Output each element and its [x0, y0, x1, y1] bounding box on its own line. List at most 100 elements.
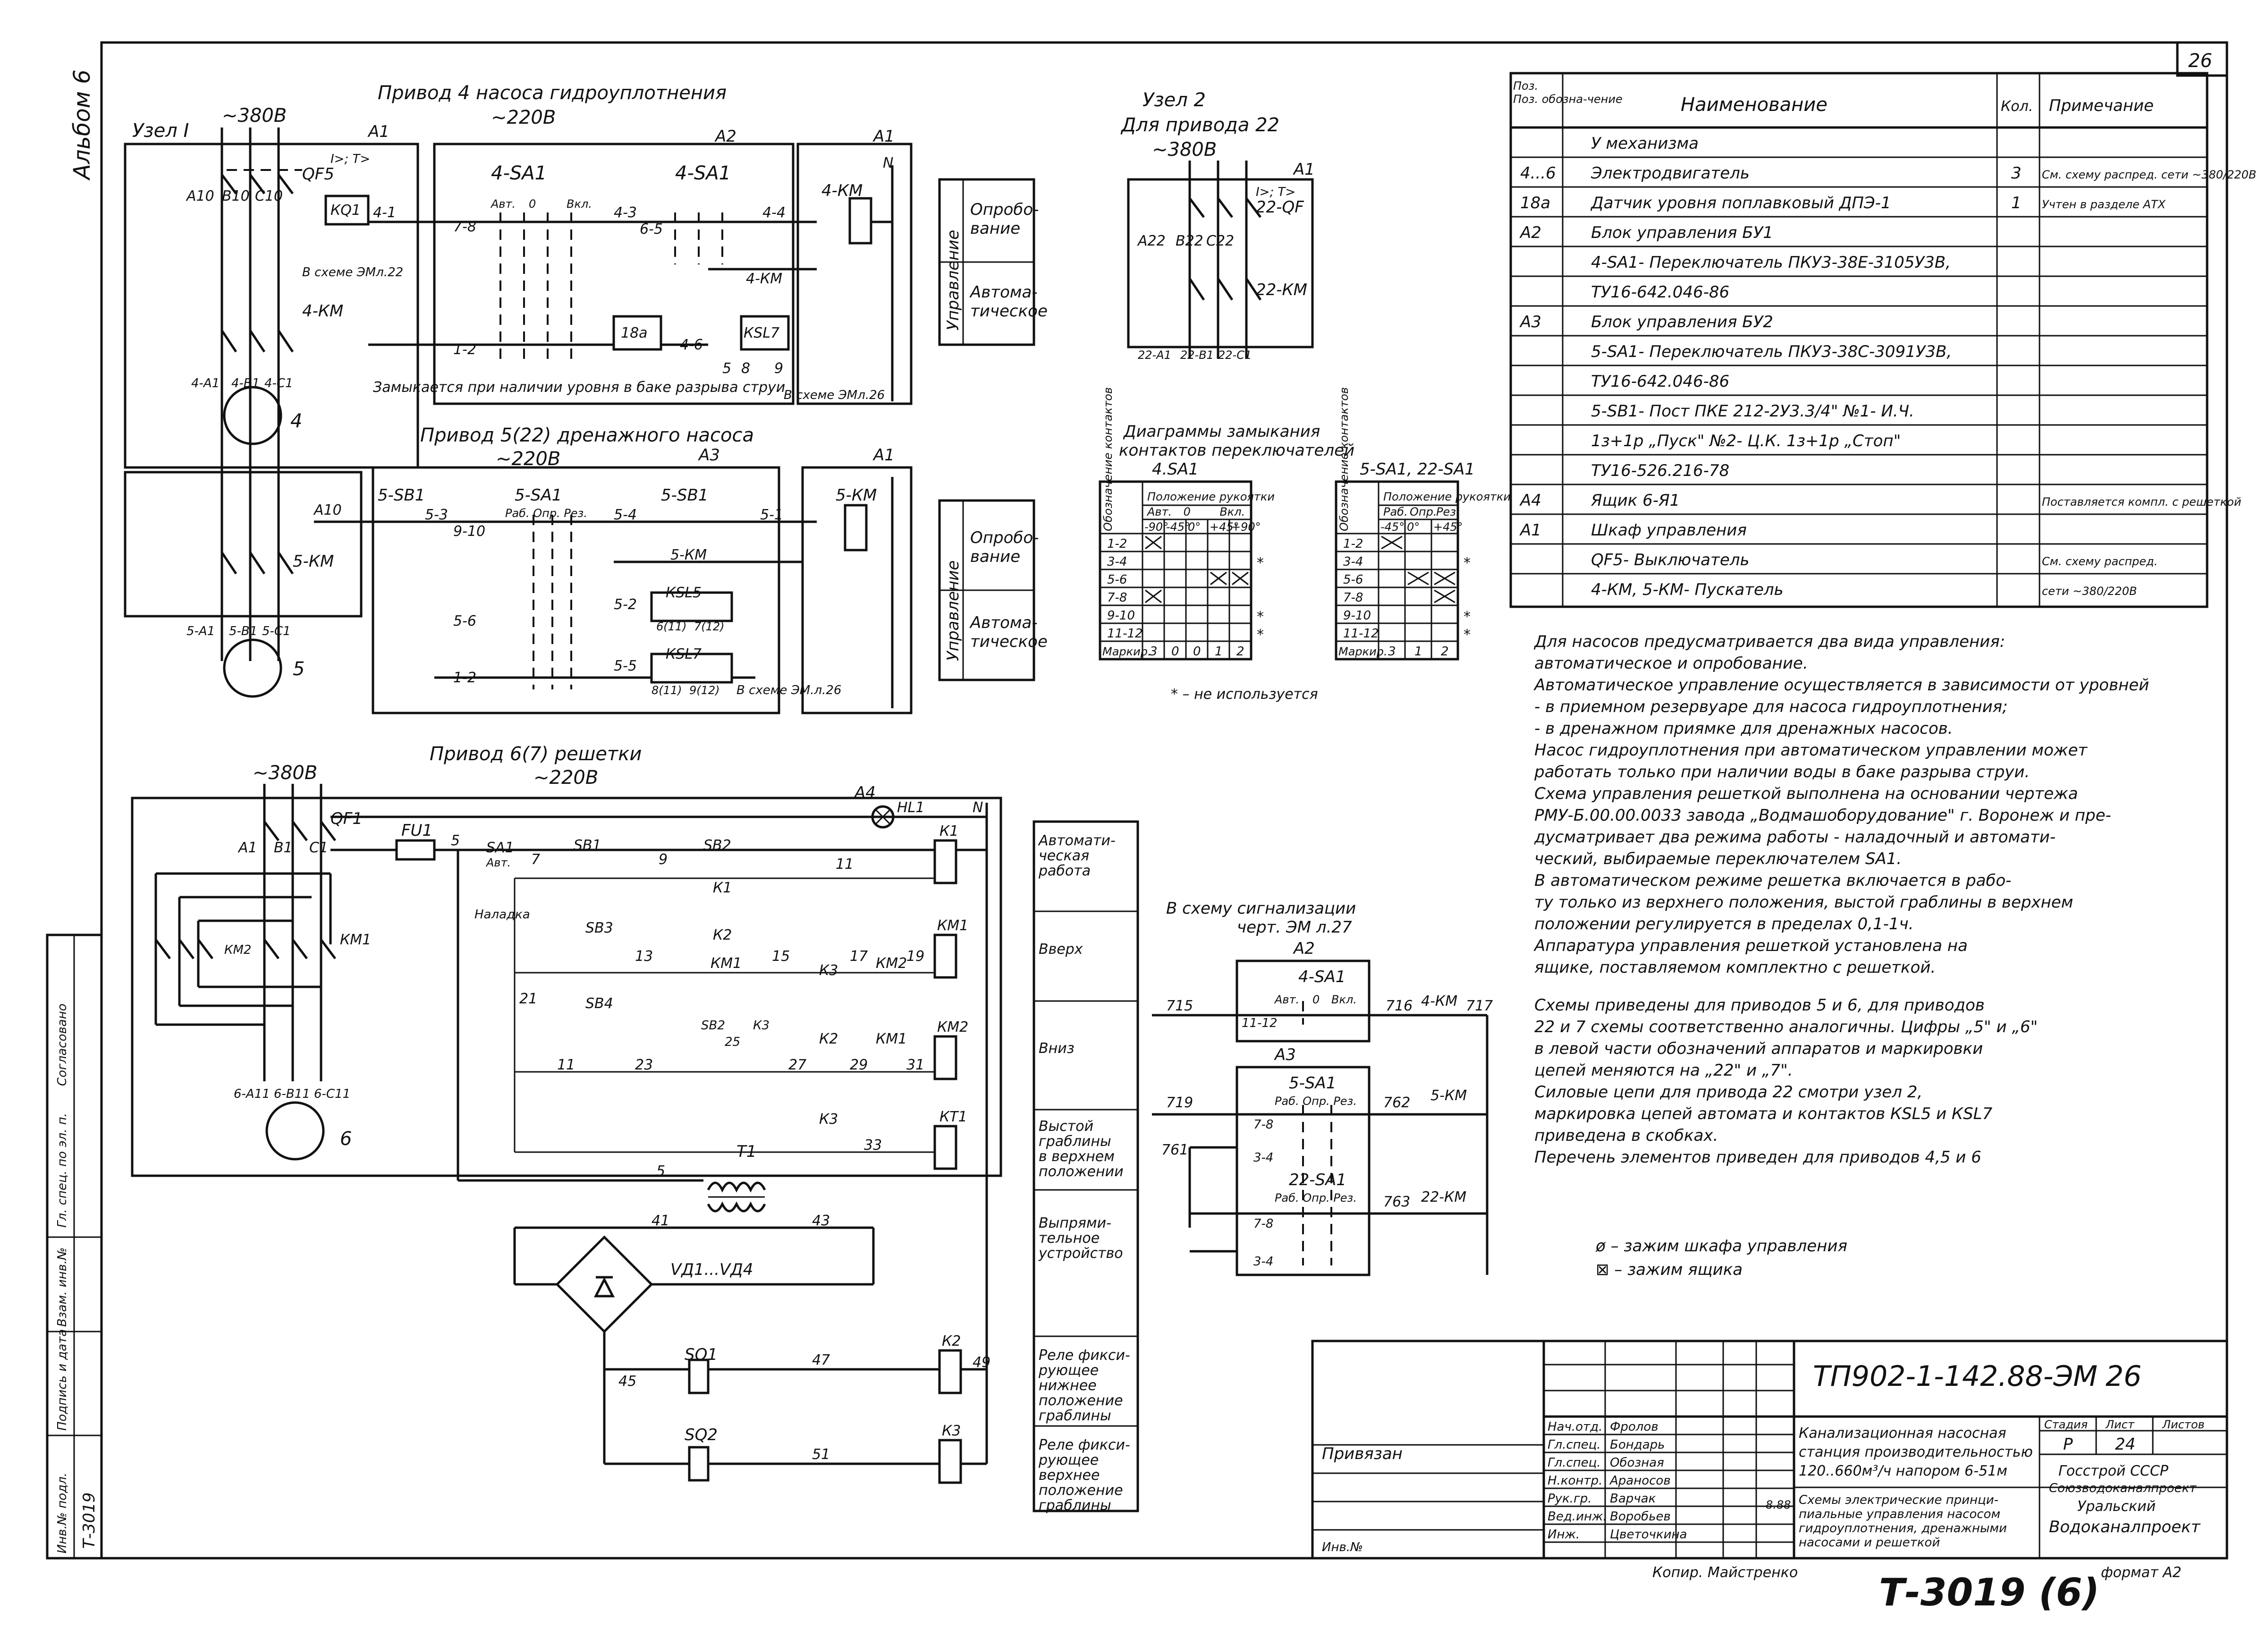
drive5-term-b: 5-В1	[229, 624, 257, 638]
drive5-title: Привод 5(22) дренажного насоса	[420, 424, 754, 446]
coil-km1	[933, 934, 957, 979]
diagram-position: Раб.	[1383, 505, 1408, 518]
drive5-motor-label: 5	[293, 658, 305, 680]
diagram-angle: 0°	[1188, 520, 1201, 534]
diagram-frame	[1335, 480, 1459, 661]
drive4-cabinet-a1	[124, 143, 419, 469]
diagram-angle: +45°	[1210, 520, 1239, 534]
spec-name: ТУ16-642.046-86	[1591, 283, 1729, 302]
drive4-supply: ~380В	[222, 105, 287, 127]
signal-pos4-3: Вкл.	[1331, 993, 1357, 1006]
drive6-supply: ~380В	[253, 762, 317, 784]
diagram-row-label: 1-2	[1107, 537, 1127, 551]
signal-w715: 715	[1166, 998, 1193, 1014]
drive6-sb2: SB2	[703, 837, 731, 854]
diagram-star: *	[1464, 555, 1471, 571]
note-line: цепей меняются на „22" и „7".	[1534, 1061, 1793, 1080]
diagram-closed-mark	[1381, 535, 1403, 550]
format-label: формат А2	[2101, 1564, 2182, 1581]
note-line: Силовые цепи для привода 22 смотри узел …	[1534, 1083, 1922, 1102]
function-label: Реле фикси-	[1039, 1347, 1130, 1364]
function-label: верхнее	[1039, 1467, 1100, 1484]
drive4-sa1-a: 4-SA1	[491, 162, 547, 184]
signal-a3: А3	[1274, 1045, 1296, 1064]
drive5-wire-56: 5-6	[453, 613, 476, 629]
diagram-footer-value: 2	[1441, 645, 1449, 659]
coil-km2	[933, 1035, 957, 1080]
function-label: положение	[1039, 1392, 1123, 1409]
drive6-w5b: 5	[656, 1163, 665, 1180]
tb-name: Воробьев	[1610, 1510, 1671, 1524]
drive6-k1-contact: К1	[713, 880, 732, 896]
signal-pos4-2: 0	[1312, 993, 1320, 1006]
drive6-w25: 25	[725, 1035, 740, 1049]
diagrams-title-2: контактов переключателей	[1119, 441, 1354, 460]
tb-role: Инж.	[1548, 1528, 1580, 1542]
note-line: ческий, выбираемые переключателем SA1.	[1534, 849, 1902, 868]
note-line: Насос гидроуплотнения при автоматическом…	[1534, 741, 2088, 760]
diagram-footer-value: 0	[1171, 645, 1179, 659]
note-line: Схема управления решеткой выполнена на о…	[1534, 784, 2078, 803]
drive6-k3-contact-b: К3	[819, 1111, 838, 1128]
drive5-ref: В схеме ЭМ.л.26	[736, 683, 841, 697]
function-label: устройство	[1038, 1245, 1123, 1262]
drive5-km-label: 5-КМ	[670, 547, 707, 563]
drive5-km-coil-label: 5-КМ	[836, 486, 877, 505]
diagram-col-header: Обозначение контактов	[1337, 387, 1351, 531]
drive4-block-a1b	[796, 143, 913, 405]
tb-org-4: Водоканалпроект	[2049, 1518, 2201, 1536]
drive4-sa-pos-1: Авт.	[490, 197, 516, 211]
drive5-wire-912: 9(12)	[689, 684, 720, 697]
drive5-a3: А3	[698, 446, 720, 465]
drive4-block-a2	[433, 143, 795, 405]
drive4-a1: А1	[367, 122, 389, 141]
legend-box: ⊠ – зажим ящика	[1596, 1260, 1743, 1279]
spec-name: 5-SA1- Переключатель ПКУ3-38С-3091У3В,	[1591, 342, 1952, 361]
signal-a2: А2	[1293, 939, 1315, 958]
drive5-term-a: 5-А1	[186, 624, 215, 638]
function-label: Вниз	[1039, 1040, 1075, 1057]
signal-group: В схему сигнализации черт. ЭМ л.27 А2 4-…	[1152, 899, 1493, 1276]
tb-inv: Инв.№	[1322, 1540, 1363, 1554]
drive6-w7: 7	[531, 851, 540, 868]
drive6-phase-c: С1	[309, 840, 328, 856]
drive4-wire-9: 9	[774, 360, 783, 377]
signal-w717: 717	[1466, 998, 1493, 1014]
signal-pos22: Раб. Опр. Рез.	[1275, 1191, 1357, 1205]
spec-h-pos-1: Поз.	[1513, 79, 1538, 93]
node2-phase-a: А22	[1137, 233, 1166, 249]
drive4-wire-12: 1-2	[453, 341, 476, 358]
node2-a1: А1	[1293, 160, 1315, 179]
drive6-n: N	[973, 799, 983, 816]
stamp-archive: Т-3019	[80, 1492, 99, 1549]
drive4-km-coil	[848, 197, 872, 245]
drive5-wire-611: 6(11)	[656, 620, 687, 633]
sheet-border	[100, 41, 2228, 1560]
drive6-w19: 19	[906, 948, 924, 965]
drive4-term-c: 4-С1	[264, 376, 293, 390]
node2-phase-b: В22	[1176, 233, 1203, 249]
diagram-row-label: 11-12	[1343, 627, 1379, 641]
drive6-km2-contact: КМ2	[876, 955, 907, 972]
diagram-angle: -45°	[1380, 520, 1405, 534]
diagram-pos-header: Положение рукоятки	[1147, 490, 1275, 503]
function-label: положение	[1039, 1482, 1123, 1499]
diagram-angle: -45°	[1166, 520, 1190, 534]
spec-name: 4-КМ, 5-КМ- Пускатель	[1591, 580, 1784, 599]
drive5-km-coil	[844, 504, 868, 552]
drive6-avt: Авт.	[485, 856, 511, 869]
tb-org-1: Госстрой СССР	[2058, 1463, 2169, 1479]
node2-title: Узел 2	[1142, 89, 1206, 111]
note-line: Схемы приведены для приводов 5 и 6, для …	[1534, 996, 1985, 1015]
stamp-replace: Взам. инв.№	[55, 1248, 69, 1327]
signal-w78b: 7-8	[1253, 1217, 1273, 1231]
spec-pos: 4...6	[1520, 164, 1556, 183]
function-label: в верхнем	[1039, 1148, 1115, 1165]
drive6-fuse	[395, 839, 436, 861]
page-number: 26	[2188, 50, 2212, 72]
drive4-wire-78: 7-8	[453, 219, 476, 235]
drive5-sa1: 5-SA1	[515, 486, 562, 505]
note-line: ту только из верхнего положения, выстой …	[1534, 893, 2073, 912]
